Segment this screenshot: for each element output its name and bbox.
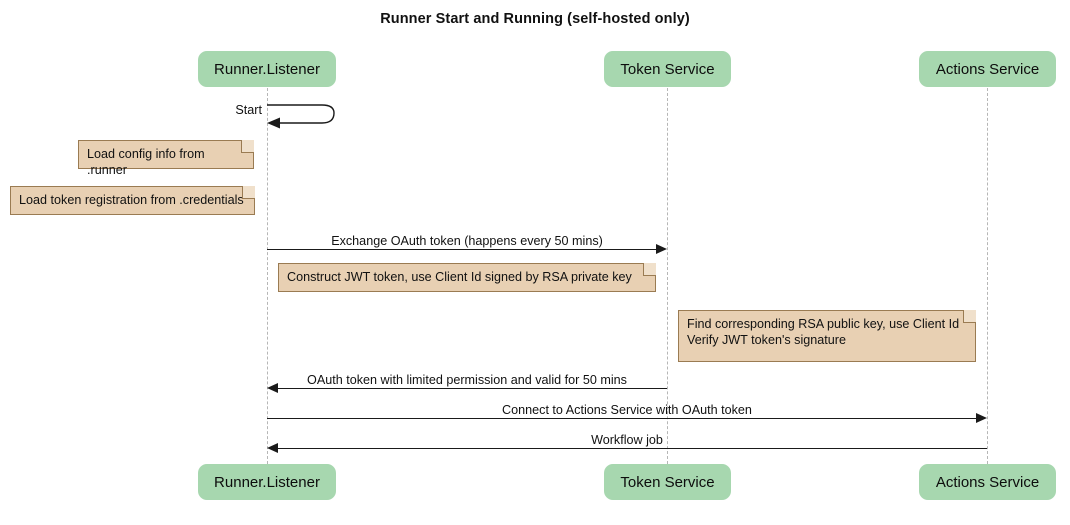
note-load-token-registration: Load token registration from .credential… bbox=[10, 186, 255, 215]
participant-actions-service-top[interactable]: Actions Service bbox=[919, 51, 1056, 87]
participant-runner-listener-top[interactable]: Runner.Listener bbox=[198, 51, 336, 87]
self-message-arrow-start bbox=[264, 100, 344, 137]
participant-token-service-top[interactable]: Token Service bbox=[604, 51, 731, 87]
message-line-oauth-token-response bbox=[278, 388, 667, 389]
note-text: Construct JWT token, use Client Id signe… bbox=[287, 270, 632, 284]
participant-label: Token Service bbox=[620, 60, 715, 78]
message-label-oauth-token-response: OAuth token with limited permission and … bbox=[307, 373, 627, 387]
participant-actions-service-bottom[interactable]: Actions Service bbox=[919, 464, 1056, 500]
message-label-workflow-job: Workflow job bbox=[591, 433, 663, 447]
participant-label: Actions Service bbox=[935, 60, 1040, 78]
participant-label: Runner.Listener bbox=[214, 473, 320, 491]
participant-label: Token Service bbox=[620, 473, 715, 491]
note-fold-icon bbox=[241, 140, 254, 153]
note-fold-icon bbox=[242, 186, 255, 199]
participant-label: Actions Service bbox=[935, 473, 1040, 491]
arrow-head-right-icon bbox=[976, 413, 987, 423]
self-message-label-start: Start bbox=[235, 103, 262, 117]
note-construct-jwt-token: Construct JWT token, use Client Id signe… bbox=[278, 263, 656, 292]
note-fold-icon bbox=[643, 263, 656, 276]
message-label-exchange-oauth-token: Exchange OAuth token (happens every 50 m… bbox=[331, 234, 603, 248]
note-text: Find corresponding RSA public key, use C… bbox=[687, 317, 960, 347]
participant-runner-listener-bottom[interactable]: Runner.Listener bbox=[198, 464, 336, 500]
lifeline-actions-service bbox=[987, 88, 988, 464]
message-line-workflow-job bbox=[278, 448, 987, 449]
arrow-head-left-icon bbox=[267, 383, 278, 393]
note-fold-icon bbox=[963, 310, 976, 323]
message-line-exchange-oauth-token bbox=[267, 249, 656, 250]
note-text: Load token registration from .credential… bbox=[19, 193, 244, 207]
message-line-connect-actions-service bbox=[267, 418, 976, 419]
lifeline-runner-listener bbox=[267, 88, 268, 464]
note-text: Load config info from .runner bbox=[87, 147, 205, 177]
arrow-head-right-icon bbox=[656, 244, 667, 254]
note-find-rsa-public-key: Find corresponding RSA public key, use C… bbox=[678, 310, 976, 362]
lifeline-token-service bbox=[667, 88, 668, 464]
message-label-connect-actions-service: Connect to Actions Service with OAuth to… bbox=[502, 403, 752, 417]
participant-label: Runner.Listener bbox=[214, 60, 320, 78]
participant-token-service-bottom[interactable]: Token Service bbox=[604, 464, 731, 500]
arrow-head-left-icon bbox=[267, 443, 278, 453]
note-load-config: Load config info from .runner bbox=[78, 140, 254, 177]
page-title: Runner Start and Running (self-hosted on… bbox=[380, 11, 690, 27]
